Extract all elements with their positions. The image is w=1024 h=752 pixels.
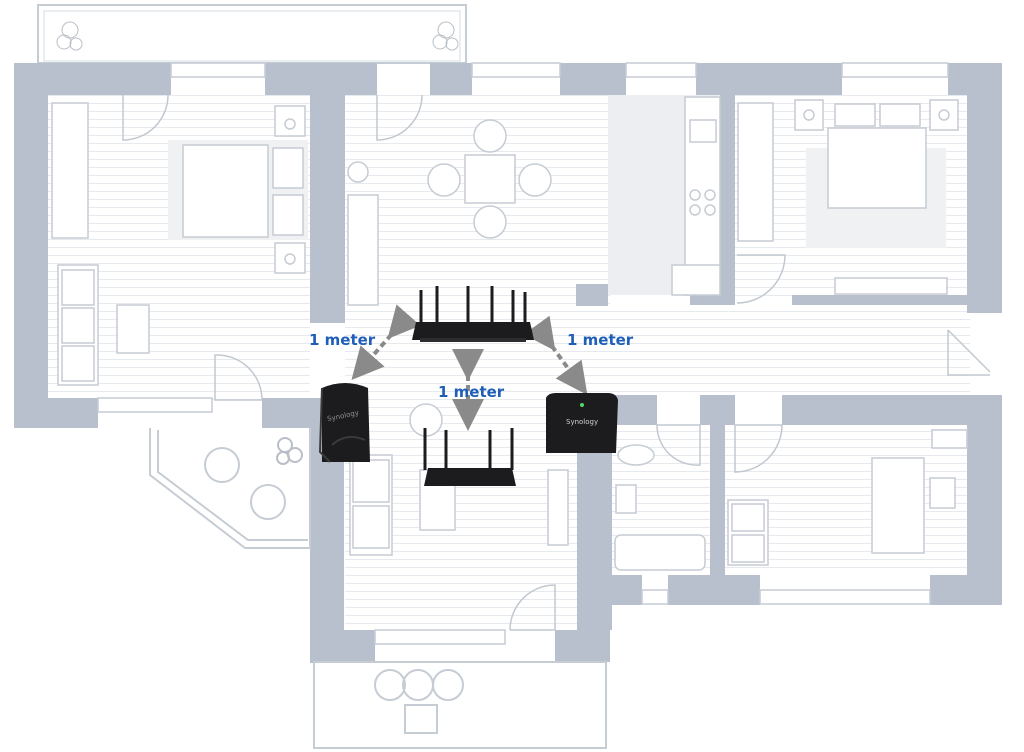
corner-balcony bbox=[149, 428, 311, 549]
balcony-top bbox=[37, 4, 467, 64]
windows bbox=[97, 62, 949, 645]
distance-arrows bbox=[351, 304, 588, 431]
router-top-icon bbox=[412, 286, 534, 342]
plant-icon bbox=[276, 437, 303, 465]
lower-living-furniture bbox=[349, 403, 569, 556]
mesh-router-left-icon bbox=[318, 383, 370, 463]
dining-furniture bbox=[347, 119, 552, 306]
arrow-left bbox=[351, 304, 421, 381]
kitchen-furniture bbox=[671, 96, 721, 296]
plant-icon bbox=[56, 21, 459, 51]
device-logo-right: Synology bbox=[566, 418, 599, 426]
router-center-icon bbox=[423, 428, 516, 486]
doors bbox=[122, 94, 991, 631]
mesh-point-right-icon bbox=[546, 393, 618, 453]
left-bedroom-furniture bbox=[51, 102, 308, 386]
distance-label-right: 1 meter bbox=[567, 331, 634, 349]
office-furniture bbox=[727, 429, 968, 566]
arrow-right bbox=[523, 315, 588, 395]
balcony-bottom bbox=[313, 661, 607, 749]
bathroom-fixtures bbox=[614, 444, 706, 571]
right-bedroom-furniture bbox=[737, 99, 959, 295]
distance-label-left: 1 meter bbox=[309, 331, 376, 349]
distance-label-center: 1 meter bbox=[438, 383, 505, 401]
walls bbox=[14, 63, 1002, 663]
